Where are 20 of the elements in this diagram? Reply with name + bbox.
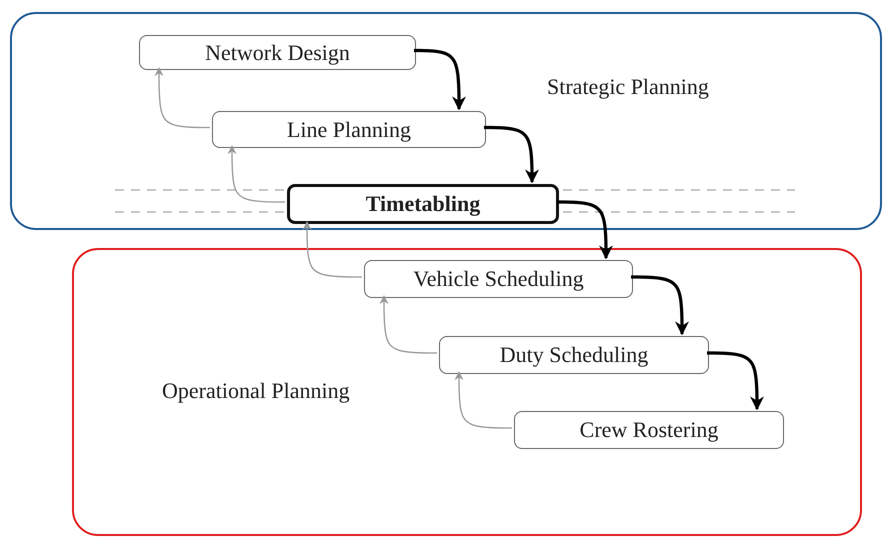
arrow [484,126,539,184]
operational-region [72,248,862,536]
arrow [454,371,512,429]
arrow [414,48,466,110]
step-box: Crew Rostering [514,411,784,449]
region-heading: Strategic Planning [547,74,709,100]
step-box: Vehicle Scheduling [364,260,633,298]
arrow [380,295,437,354]
arrow [707,351,764,410]
arrow [631,275,689,336]
arrow [557,200,613,260]
step-box: Duty Scheduling [439,336,709,374]
step-box: Line Planning [212,111,486,148]
arrow [154,67,210,128]
highlighted-step-box: Timetabling [287,184,559,224]
strategic-region [10,12,882,230]
arrow [302,221,362,278]
region-heading: Operational Planning [162,378,350,404]
arrow [228,145,285,203]
step-box: Network Design [139,35,416,70]
